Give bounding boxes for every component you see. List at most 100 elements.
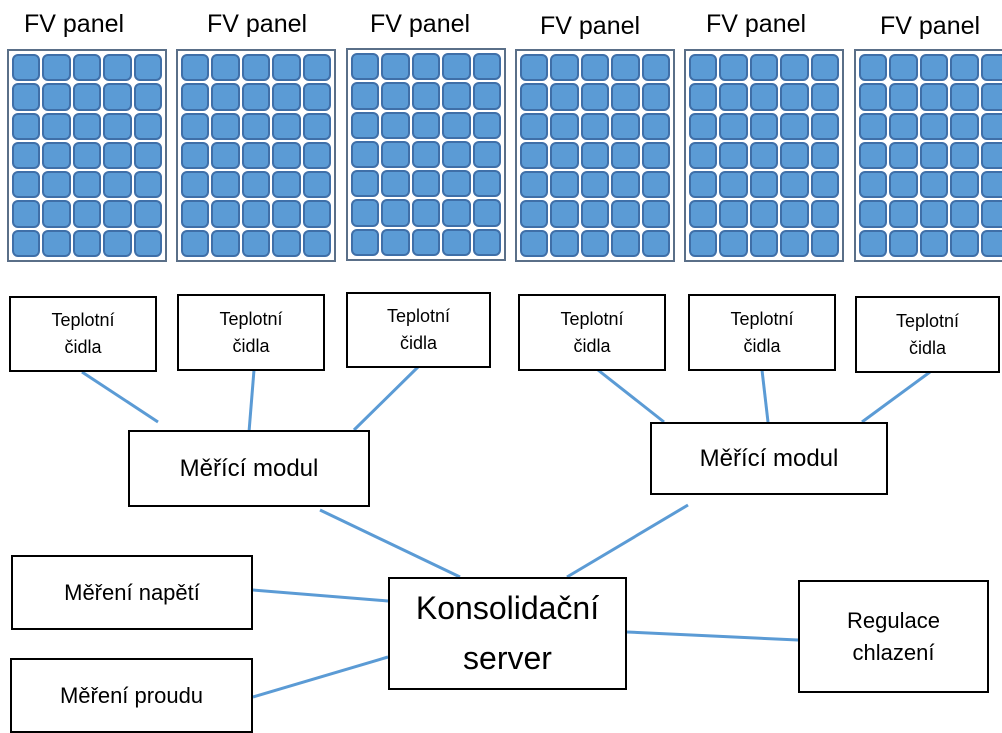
pv-cell (611, 141, 640, 170)
pv-cell (950, 54, 979, 82)
pv-cell (272, 229, 301, 257)
pv-cell (302, 200, 331, 228)
pv-cell (472, 228, 501, 256)
pv-cell (919, 171, 949, 199)
pv-cell (302, 112, 331, 140)
pv-cell (889, 171, 918, 199)
pv-cell (550, 83, 579, 111)
pv-cell (472, 170, 501, 198)
pv-cell (181, 229, 210, 257)
sensor-4-line1: Teplotní (560, 308, 624, 329)
pv-cell (211, 200, 240, 228)
pv-cell (919, 112, 949, 140)
pv-cell (211, 141, 240, 170)
pv-cell (919, 229, 949, 257)
pv-cell (181, 200, 210, 228)
connector-server-cooling (626, 630, 799, 642)
sensor-6-line2: čidla (908, 337, 946, 358)
pv-cell (919, 54, 949, 82)
pv-cell (302, 171, 331, 199)
pv-cell (181, 141, 210, 170)
pv-cell (42, 200, 71, 228)
pv-cell (12, 200, 41, 228)
pv-cell (980, 171, 1002, 199)
pv-cell (719, 141, 748, 170)
pv-cell (211, 171, 240, 199)
voltage-measurement-label: Měření napětí (64, 579, 200, 605)
pv-cell (520, 171, 549, 199)
solar-panel-2 (176, 49, 336, 262)
pv-cell (442, 111, 471, 139)
measurement-module-1-label: Měřící modul (179, 454, 319, 482)
connector-sensor2-module1 (247, 369, 256, 433)
connector-sensor5-module2 (760, 369, 770, 423)
pv-cell (611, 171, 640, 199)
panel-label-1: FV panel (24, 10, 125, 38)
panel-label-3: FV panel (370, 10, 471, 38)
pv-cell (749, 54, 779, 82)
pv-cell (550, 200, 579, 228)
panel-label-4: FV panel (540, 12, 641, 40)
connector-module1-server (319, 508, 461, 579)
pv-cell (442, 53, 471, 81)
pv-cell (181, 83, 210, 111)
pv-cell (919, 200, 949, 228)
pv-cell (72, 112, 102, 140)
pv-cell (550, 54, 579, 82)
pv-cell (719, 112, 748, 140)
pv-cell (381, 199, 410, 227)
pv-cell (381, 53, 410, 81)
pv-cell (810, 83, 839, 111)
pv-cell (611, 229, 640, 257)
pv-cell (411, 170, 441, 198)
pv-cell (12, 112, 41, 140)
pv-cell (272, 112, 301, 140)
pv-cell (550, 171, 579, 199)
pv-cell (580, 171, 610, 199)
pv-cell (103, 200, 132, 228)
pv-cell (919, 83, 949, 111)
panel-label-2: FV panel (207, 10, 308, 38)
pv-cell (889, 83, 918, 111)
pv-cell (859, 200, 888, 228)
pv-cell (411, 111, 441, 139)
pv-cell (919, 141, 949, 170)
pv-cell (889, 141, 918, 170)
connector-current-server (252, 655, 389, 699)
pv-cell (241, 171, 271, 199)
pv-cell (12, 229, 41, 257)
connector-sensor3-module1 (352, 365, 420, 432)
pv-cell (950, 141, 979, 170)
pv-cell (42, 229, 71, 257)
pv-cell (272, 141, 301, 170)
connector-module2-server (566, 503, 689, 579)
panel-label-6: FV panel (880, 12, 981, 40)
sensor-5-line1: Teplotní (730, 308, 794, 329)
pv-cell (472, 53, 501, 81)
pv-cell (520, 200, 549, 228)
pv-cell (381, 111, 410, 139)
pv-cell (351, 82, 380, 110)
pv-cell (580, 83, 610, 111)
pv-cell (411, 228, 441, 256)
pv-cell (641, 54, 670, 82)
pv-cell (889, 54, 918, 82)
pv-cell (351, 228, 380, 256)
connector-sensor4-module2 (597, 368, 665, 424)
pv-cell (749, 200, 779, 228)
cooling-line1: Regulace (847, 607, 940, 633)
pv-cell (472, 199, 501, 227)
server-line1: Konsolidační (415, 589, 600, 626)
pv-cell (641, 112, 670, 140)
pv-cell (810, 112, 839, 140)
pv-cell (411, 53, 441, 81)
pv-cell (859, 83, 888, 111)
measurement-module-1: Měřící modul (128, 430, 370, 507)
pv-cell (980, 229, 1002, 257)
pv-cell (719, 171, 748, 199)
pv-cell (72, 200, 102, 228)
